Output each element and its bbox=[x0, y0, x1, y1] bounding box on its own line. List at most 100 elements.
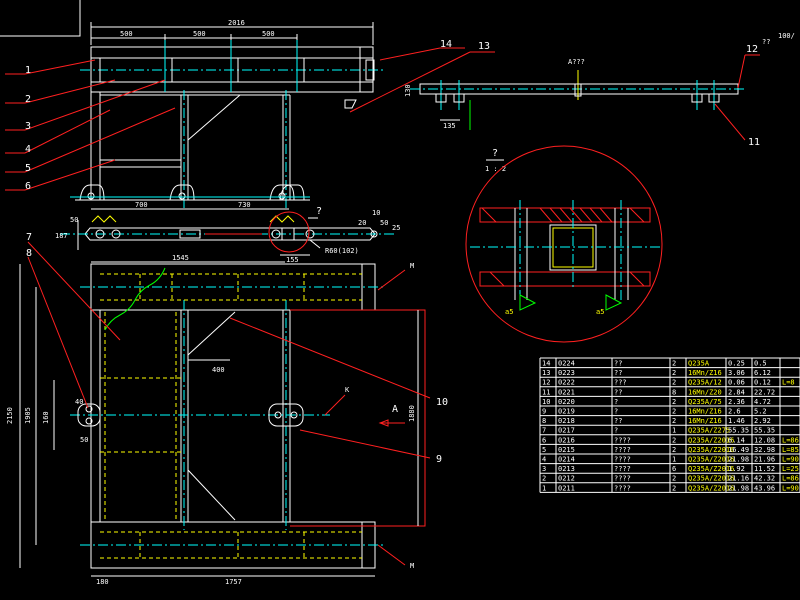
table-cell: 2 bbox=[672, 484, 676, 492]
dim-seg-3: 500 bbox=[262, 30, 275, 38]
table-cell: ???? bbox=[614, 484, 631, 492]
table-cell: 0216 bbox=[558, 436, 575, 444]
table-cell: 2.36 bbox=[728, 398, 745, 406]
top-view: 2016 500 500 500 bbox=[70, 19, 385, 210]
a-view: A??? 130 135 ?? 100/ 12 11 bbox=[404, 32, 795, 148]
plan-small-dim-2: 50 bbox=[80, 436, 88, 444]
table-cell: 2 bbox=[672, 446, 676, 454]
table-cell: 5 bbox=[542, 446, 546, 454]
plan-top-dim: 1545 bbox=[172, 254, 189, 262]
table-cell: ?? bbox=[614, 388, 622, 396]
table-cell: 12.08 bbox=[754, 436, 775, 444]
leader-label-14: 14 bbox=[440, 39, 452, 50]
table-cell: Q235A/Z2016 bbox=[688, 456, 734, 464]
table-cell: 1 bbox=[542, 484, 546, 492]
table-cell: 0224 bbox=[558, 360, 575, 368]
table-cell: L=86 ? bbox=[782, 475, 800, 483]
table-cell: 6 bbox=[542, 436, 546, 444]
table-cell: 16Mn/Z16 bbox=[688, 417, 722, 425]
table-cell: ? bbox=[614, 398, 618, 406]
plan-view: 1545 400 2150 1905 160 40 50 1880 A K 18… bbox=[6, 254, 426, 586]
table-cell: 21.96 bbox=[754, 456, 775, 464]
break-line bbox=[104, 267, 166, 331]
a-view-right-mark: ?? bbox=[762, 38, 770, 46]
side-left-dim: 187 bbox=[55, 232, 68, 240]
dim-seg-1: 500 bbox=[120, 30, 133, 38]
table-cell: ?? bbox=[614, 417, 622, 425]
leader-label-1: 1 bbox=[25, 65, 31, 76]
table-cell: Q235A/Z2016 bbox=[688, 446, 734, 454]
side-right-label: 10 bbox=[372, 209, 380, 217]
k-label: K bbox=[345, 386, 350, 394]
table-cell: 1.92 bbox=[728, 465, 745, 473]
table-cell: 55.35 bbox=[728, 427, 749, 435]
leader-label-4: 4 bbox=[25, 144, 31, 155]
table-cell: 8 bbox=[542, 417, 546, 425]
table-cell: 12 bbox=[542, 379, 550, 387]
table-cell: L=85 ? bbox=[782, 446, 800, 454]
table-cell: 2 bbox=[672, 408, 676, 416]
table-cell: 2 bbox=[672, 360, 676, 368]
leaders-left: 1 2 3 4 5 6 bbox=[5, 59, 176, 192]
table-cell: 0223 bbox=[558, 369, 575, 377]
table-cell: ???? bbox=[614, 475, 631, 483]
table-cell: 32.98 bbox=[754, 446, 775, 454]
table-cell: 2.84 bbox=[728, 388, 745, 396]
dim-bottom-2: 730 bbox=[238, 201, 251, 209]
table-cell: 0211 bbox=[558, 484, 575, 492]
side-left-small: 50 bbox=[70, 216, 78, 224]
leader-label-8: 8 bbox=[26, 248, 32, 259]
plan-small-dim-1: 40 bbox=[75, 398, 83, 406]
table-cell: 2 bbox=[672, 379, 676, 387]
table-cell: ?? bbox=[614, 360, 622, 368]
table-cell: Q235A/75 bbox=[688, 398, 722, 406]
leader-label-10: 10 bbox=[436, 397, 448, 408]
table-cell: 16.49 bbox=[728, 446, 749, 454]
table-cell: ???? bbox=[614, 456, 631, 464]
table-cell: 9 bbox=[542, 408, 546, 416]
detail-view: ? 1 : 2 a5 a5 bbox=[465, 145, 663, 343]
leader-label-7: 7 bbox=[26, 232, 32, 243]
detail-weld-right: a5 bbox=[596, 308, 604, 316]
detail-marker-label: ? bbox=[316, 206, 322, 217]
side-view: 187 50 155 R60(102) 20 50 25 10 ? bbox=[55, 206, 400, 264]
table-cell: 8 bbox=[672, 388, 676, 396]
table-cell: ???? bbox=[614, 436, 631, 444]
leaders-mid: 7 8 10 9 bbox=[26, 232, 448, 465]
dim-bottom-1: 700 bbox=[135, 201, 148, 209]
plan-bottom-dim-2: 1757 bbox=[225, 578, 242, 586]
table-cell: ???? bbox=[614, 465, 631, 473]
table-cell: 16Mn/Z16 bbox=[688, 369, 722, 377]
table-cell: 7 bbox=[542, 427, 546, 435]
plan-right-dim: 1880 bbox=[408, 405, 416, 422]
table-cell: 0.25 bbox=[728, 360, 745, 368]
plan-inner-dim: 400 bbox=[212, 366, 225, 374]
plan-left-dim-2: 1905 bbox=[24, 407, 32, 424]
a-view-right-frac: 100/ bbox=[778, 32, 795, 40]
detail-label: ? bbox=[492, 148, 498, 159]
side-right-dim-3: 25 bbox=[392, 224, 400, 232]
table-cell: 6 bbox=[672, 465, 676, 473]
table-cell: 16Mn/Z16 bbox=[688, 408, 722, 416]
table-cell: ??? bbox=[614, 379, 627, 387]
table-cell: ? bbox=[614, 408, 618, 416]
table-cell: 2 bbox=[672, 436, 676, 444]
table-cell: L=25 ? bbox=[782, 465, 800, 473]
side-right-dim-1: 20 bbox=[358, 219, 366, 227]
table-cell: 2.92 bbox=[754, 417, 771, 425]
table-cell: Q235A/Z2016 bbox=[688, 484, 734, 492]
table-cell: 0212 bbox=[558, 475, 575, 483]
table-cell: 0219 bbox=[558, 408, 575, 416]
leader-label-11: 11 bbox=[748, 137, 760, 148]
a-view-title: A??? bbox=[568, 58, 585, 66]
table-cell: 0220 bbox=[558, 398, 575, 406]
m-label-top: M bbox=[410, 262, 414, 270]
table-cell: 0214 bbox=[558, 456, 575, 464]
table-cell: 0213 bbox=[558, 465, 575, 473]
table-cell: Q235A/12 bbox=[688, 379, 722, 387]
table-cell: 21.16 bbox=[728, 475, 749, 483]
table-cell: 4.72 bbox=[754, 398, 771, 406]
leader-label-13: 13 bbox=[478, 41, 490, 52]
